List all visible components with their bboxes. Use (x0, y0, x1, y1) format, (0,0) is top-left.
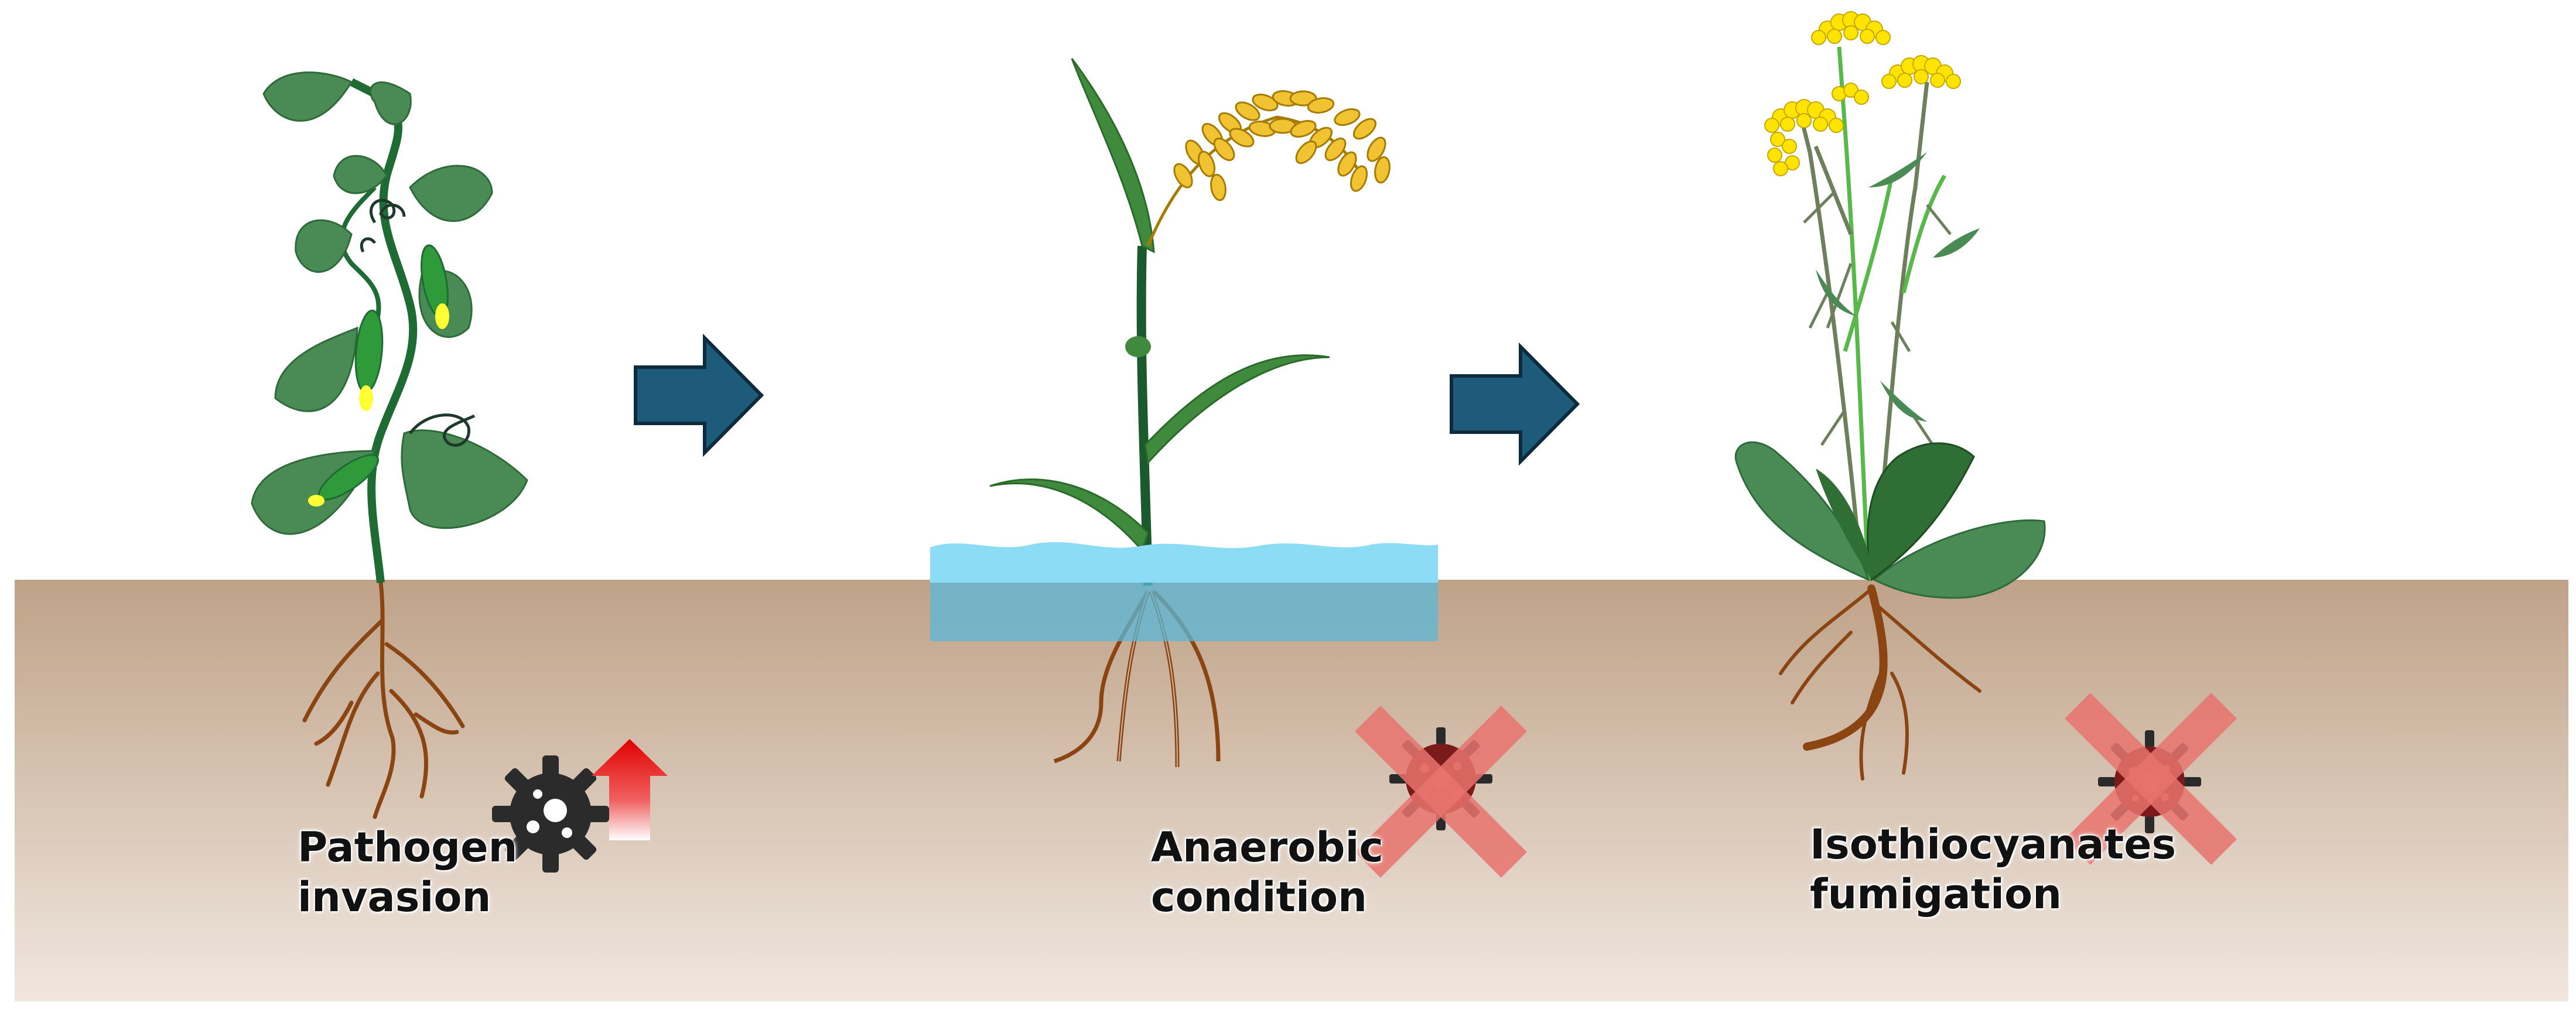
right-arrow-icon (636, 338, 761, 453)
label-line: Pathogen (298, 823, 518, 871)
panel-label-fumigation: Isothiocyanates fumigation (1810, 820, 2176, 920)
label-line: Isothiocyanates (1810, 820, 2177, 868)
panel-label-pathogen: Pathogen invasion (298, 823, 517, 923)
label-line: fumigation (1810, 870, 2062, 919)
label-line: invasion (298, 873, 491, 922)
panel-label-anaerobic: Anaerobic condition (1151, 823, 1383, 923)
up-arrow-icon (592, 739, 668, 840)
rice-plant (989, 58, 1391, 768)
right-arrow-icon (1451, 347, 1577, 461)
pea-plant (251, 71, 528, 819)
label-line: condition (1151, 873, 1367, 922)
water-flood (930, 542, 1438, 641)
label-line: Anaerobic (1151, 823, 1383, 871)
mustard-plant (1734, 11, 2046, 781)
